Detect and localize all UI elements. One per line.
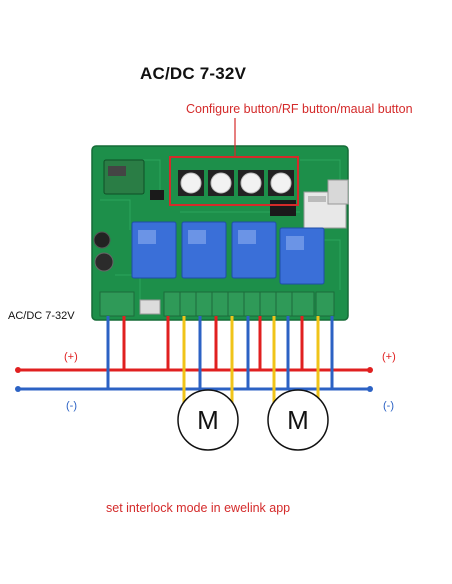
motor-2-body [267, 389, 329, 451]
negative-bus-end [15, 386, 21, 392]
capacitor [94, 252, 114, 272]
positive-bus-end [367, 367, 373, 373]
callout-box [169, 156, 299, 206]
relay-badge [286, 236, 304, 250]
negative-label-left: (-) [66, 400, 77, 412]
supply-voltage-title: AC/DC 7-32V [140, 64, 247, 83]
power-input-wires [106, 316, 126, 389]
relay-row [131, 221, 325, 285]
ic-chip [150, 190, 164, 200]
relay-board [91, 118, 349, 321]
relay-terminal-end [315, 291, 335, 317]
relay-badge [238, 230, 256, 244]
negative-label-right: (-) [383, 400, 394, 412]
usb-port [139, 299, 161, 315]
button-1 [180, 172, 202, 194]
button-2 [210, 172, 232, 194]
motor-2: M [267, 389, 329, 451]
motor-1-symbol: M [197, 405, 219, 435]
rf-module [103, 159, 145, 195]
positive-label-left: (+) [64, 351, 78, 363]
wifi-chip [308, 196, 326, 202]
power-input-label: AC/DC 7-32V [8, 310, 75, 322]
relay-wiring [166, 316, 334, 410]
ic-chip [270, 200, 296, 216]
button-3 [240, 172, 262, 194]
motor-2-symbol: M [287, 405, 309, 435]
relay-terminals [163, 291, 315, 317]
relay-badge [188, 230, 206, 244]
power-terminal [99, 291, 135, 317]
antenna [327, 179, 349, 205]
positive-label-right: (+) [382, 351, 396, 363]
rf-chip [108, 166, 126, 176]
interlock-note: set interlock mode in ewelink app [106, 501, 291, 515]
motor-1: M [177, 389, 239, 451]
terminal-strip [99, 291, 335, 317]
button-row [178, 170, 294, 196]
negative-bus-end [367, 386, 373, 392]
motor-1-body [177, 389, 239, 451]
positive-bus-end [15, 367, 21, 373]
relay-badge [138, 230, 156, 244]
button-callout-label: Configure button/RF button/maual button [186, 102, 413, 116]
button-4 [270, 172, 292, 194]
capacitor [93, 231, 111, 249]
